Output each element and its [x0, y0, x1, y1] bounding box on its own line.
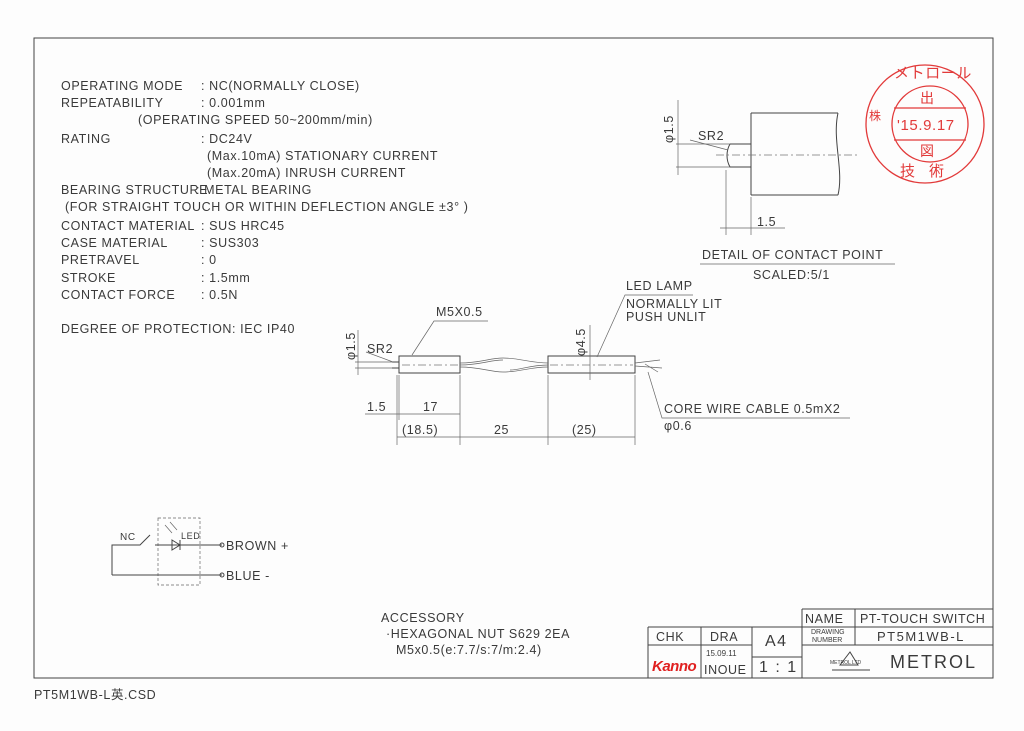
protection-rating: DEGREE OF PROTECTION: IEC IP40: [61, 322, 295, 336]
accessory-line1: ·HEXAGONAL NUT S629 2EA: [386, 627, 570, 641]
tip-sr: SR2: [367, 342, 393, 356]
dim-body: 17: [423, 400, 438, 414]
spec-label: PRETRAVEL: [61, 253, 140, 267]
spec-value: : 0.5N: [201, 288, 238, 302]
dra-label: DRA: [710, 630, 738, 644]
cable-diameter: φ0.6: [664, 419, 692, 433]
drawer-name: INOUE: [704, 663, 747, 677]
drawing-scale: 1 : 1: [759, 659, 798, 676]
approval-stamp: メトロール 出 '15.9.17 図 技術 株: [865, 64, 985, 184]
detail-diameter: φ1.5: [662, 115, 676, 143]
spec-label: RATING: [61, 132, 111, 146]
drawing-border: [33, 37, 994, 679]
spec-value: : NC(NORMALLY CLOSE): [201, 79, 360, 93]
spec-list: OPERATING MODE : NC(NORMALLY CLOSE) REPEA…: [61, 79, 469, 336]
dim-total: (18.5): [402, 423, 438, 437]
spec-value: : SUS HRC45: [201, 219, 285, 233]
paper-size: A4: [765, 633, 788, 650]
switch-drawing: φ1.5 SR2 M5X0.5 φ4.5 LED LAMP NORMALLY L…: [344, 279, 850, 445]
company-logo-icon: [832, 651, 870, 671]
nc-label: NC: [120, 532, 136, 543]
spec-label: REPEATABILITY: [61, 96, 164, 110]
spec-value: (Max.10mA) STATIONARY CURRENT: [207, 149, 438, 163]
spec-label: CASE MATERIAL: [61, 236, 168, 250]
spec-value: : 0.001mm: [201, 96, 265, 110]
spec-label: BEARING STRUCTURE: [61, 183, 208, 197]
checker-signature: Kanno: [652, 658, 697, 675]
drawing-name: PT-TOUCH SWITCH: [860, 612, 985, 626]
spec-label: STROKE: [61, 271, 116, 285]
stamp-left: 株: [869, 108, 882, 123]
drawing-number-label: DRAWING: [811, 629, 845, 636]
spec-value: (Max.20mA) INRUSH CURRENT: [207, 166, 406, 180]
accessory-line2: M5x0.5(e:7.7/s:7/m:2.4): [396, 643, 542, 657]
stamp-mid1: 出: [920, 90, 935, 106]
detail-length: 1.5: [757, 215, 776, 229]
spec-value: : METAL BEARING: [196, 183, 312, 197]
blue-wire-label: BLUE -: [226, 569, 270, 583]
detail-scale: SCALED:5/1: [753, 268, 830, 282]
brown-wire-label: BROWN +: [226, 539, 289, 553]
stamp-date: '15.9.17: [897, 117, 955, 134]
drawing-number: PT5M1WB-L: [877, 629, 965, 644]
led-lamp-label: LED LAMP: [626, 279, 693, 293]
drawing-number-label2: NUMBER: [812, 637, 842, 644]
spec-label: CONTACT FORCE: [61, 288, 175, 302]
stamp-bottom: 技術: [900, 163, 958, 180]
body-diameter: φ4.5: [574, 328, 588, 356]
dim-cable: 25: [494, 423, 509, 437]
stamp-mid2: 図: [920, 143, 935, 159]
drawn-date: 15.09.11: [706, 649, 737, 658]
thread-label: M5X0.5: [436, 305, 483, 319]
cable-label: CORE WIRE CABLE 0.5mX2: [664, 402, 840, 416]
file-name: PT5M1WB-L英.CSD: [34, 688, 156, 702]
led-note1: NORMALLY LIT: [626, 297, 722, 311]
led-note2: PUSH UNLIT: [626, 310, 706, 324]
title-block: CHK DRA A4 1 : 1 Kanno 15.09.11 INOUE NA…: [647, 608, 993, 678]
company-name: METROL: [890, 652, 977, 672]
spec-value: : 0: [201, 253, 217, 267]
dim-led: (25): [572, 423, 597, 437]
led-icon: [171, 539, 181, 551]
company-logo-text: METROL LTD: [830, 660, 862, 666]
led-label: LED: [181, 531, 200, 541]
chk-label: CHK: [656, 630, 684, 644]
contact-detail: φ1.5 SR2 1.5 DETAIL OF CONTACT POINT SCA…: [662, 100, 895, 282]
detail-title: DETAIL OF CONTACT POINT: [702, 248, 883, 262]
spec-value: : DC24V: [201, 132, 253, 146]
tip-diameter: φ1.5: [344, 332, 358, 360]
spec-value: : SUS303: [201, 236, 259, 250]
spec-value: : 1.5mm: [201, 271, 250, 285]
spec-value: (OPERATING SPEED 50~200mm/min): [138, 113, 373, 127]
stamp-top: メトロール: [894, 65, 972, 82]
detail-sr: SR2: [698, 129, 724, 143]
spec-label: CONTACT MATERIAL: [61, 219, 195, 233]
dim-tip: 1.5: [367, 400, 386, 414]
spec-label: OPERATING MODE: [61, 79, 183, 93]
name-label: NAME: [805, 612, 844, 626]
circuit-diagram: NC LED BROWN + BLUE -: [111, 517, 289, 586]
spec-value: (FOR STRAIGHT TOUCH OR WITHIN DEFLECTION…: [65, 200, 469, 214]
accessory-title: ACCESSORY: [381, 611, 465, 625]
